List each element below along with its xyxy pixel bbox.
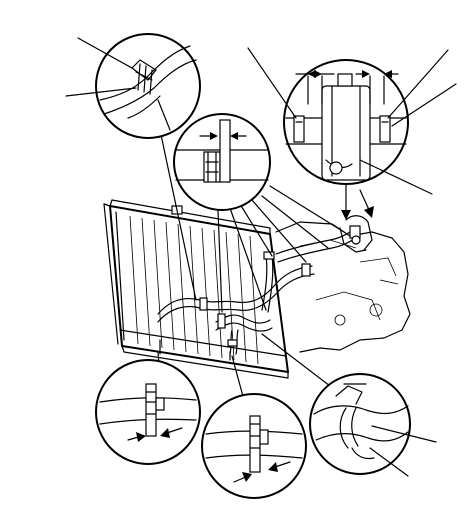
detail-hose-joint-lower-center [201, 393, 307, 499]
detail-hose-joint-lower-left [95, 359, 201, 465]
radiator [103, 199, 289, 379]
leader-lines [157, 129, 345, 401]
hoses [157, 215, 373, 355]
detail-hose-clamp-upper-right [247, 47, 457, 220]
detail-hose-joint-center [173, 113, 271, 211]
detail-hose-clip-lower-right [309, 373, 437, 477]
detail-hose-clip-upper-left [65, 33, 201, 139]
